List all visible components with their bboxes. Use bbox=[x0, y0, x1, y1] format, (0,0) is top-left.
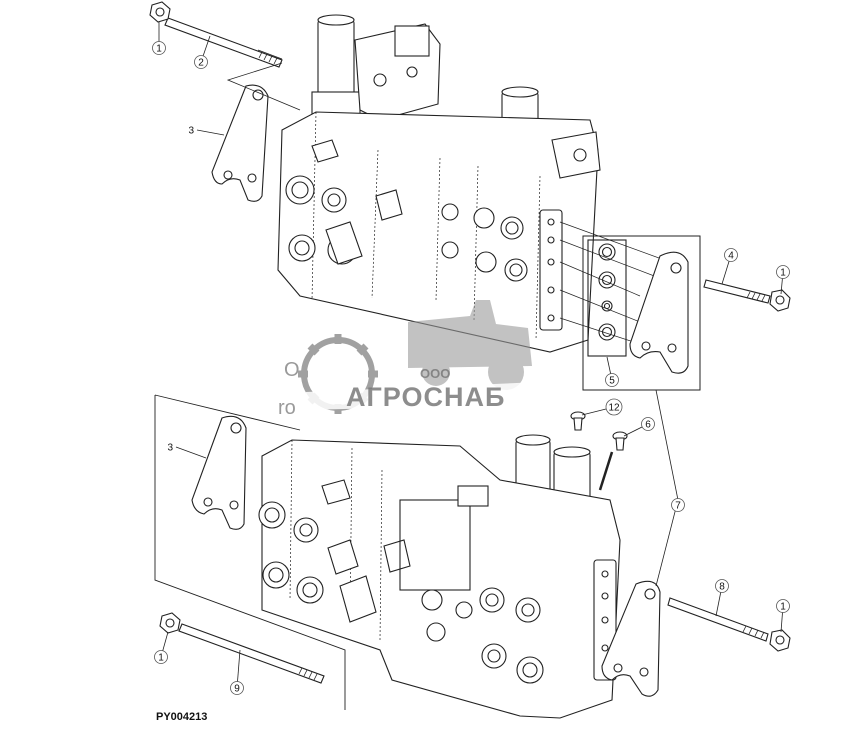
bracket-3-upper bbox=[211, 84, 269, 202]
callout-label: 2 bbox=[198, 58, 204, 69]
callout-circle bbox=[776, 599, 790, 613]
callout-c7: 7 bbox=[671, 498, 685, 512]
nut-1-right-upper bbox=[769, 289, 791, 312]
screw-12 bbox=[570, 411, 586, 431]
callout-frame-upper bbox=[582, 235, 701, 391]
bracket-right-upper bbox=[629, 251, 689, 374]
callout-leader bbox=[175, 446, 207, 459]
callout-label: 3 bbox=[188, 126, 194, 137]
watermark-company: АГРОСНАБ bbox=[346, 382, 505, 412]
callout-label: 4 bbox=[728, 251, 734, 262]
upper-valve-assembly bbox=[149, 1, 791, 391]
nut-1-left-lower bbox=[159, 612, 181, 634]
callout-label: 12 bbox=[608, 403, 620, 414]
bracket-3-lower bbox=[191, 415, 247, 530]
callout-circle bbox=[605, 398, 623, 416]
callout-c4: 4 bbox=[721, 248, 738, 285]
lower-valve-assembly bbox=[154, 394, 791, 719]
callout-c1b: 1 bbox=[776, 265, 790, 295]
tractor-logo-icon bbox=[408, 300, 532, 390]
callout-label: 3 bbox=[167, 443, 173, 454]
nut-1-right-lower bbox=[769, 629, 791, 652]
callout-c1a: 1 bbox=[152, 22, 166, 55]
callout-circle bbox=[194, 55, 208, 69]
callout-c5: 5 bbox=[605, 356, 619, 387]
callout-label: 5 bbox=[609, 376, 615, 387]
watermark: ООО АГРОСНАБ О ro bbox=[278, 300, 540, 419]
watermark-fragment-1: О bbox=[284, 359, 300, 381]
callout-label: 9 bbox=[234, 684, 240, 695]
callout-c6: 6 bbox=[623, 417, 655, 437]
screw-6 bbox=[612, 431, 628, 451]
tie-rod-9 bbox=[178, 623, 325, 684]
callout-label: 6 bbox=[645, 420, 651, 431]
tie-rod-2 bbox=[164, 17, 283, 68]
callout-circle bbox=[671, 498, 685, 512]
figure-reference-code: PY004213 bbox=[156, 711, 207, 723]
control-head-upper bbox=[354, 23, 441, 121]
callout-label: 8 bbox=[719, 582, 725, 593]
callout-c9: 9 bbox=[230, 649, 244, 695]
watermark-prefix: ООО bbox=[420, 366, 450, 381]
callout-circle bbox=[605, 373, 619, 387]
bolt-4 bbox=[703, 279, 771, 304]
bolt-8 bbox=[667, 597, 769, 642]
callout-frame-lower bbox=[154, 394, 346, 710]
callout-circle bbox=[152, 41, 166, 55]
callout-c8: 8 bbox=[715, 579, 729, 617]
callout-c3b: 3 bbox=[167, 443, 207, 459]
callout-label: 7 bbox=[675, 501, 681, 512]
callout-label: 1 bbox=[156, 44, 162, 55]
callout-label: 1 bbox=[158, 653, 164, 664]
solenoid-upper-left bbox=[311, 14, 361, 115]
callout-circle bbox=[230, 681, 244, 695]
callout-circle bbox=[724, 248, 738, 262]
callout-circle bbox=[715, 579, 729, 593]
callout-leader bbox=[196, 129, 225, 136]
callout-label: 1 bbox=[780, 602, 786, 613]
callout-circle bbox=[776, 265, 790, 279]
callout-circle bbox=[641, 417, 655, 431]
valve-body-lower bbox=[258, 439, 621, 719]
callout-c2: 2 bbox=[194, 35, 211, 69]
callout-c1c: 1 bbox=[776, 599, 790, 633]
callout-circle bbox=[154, 650, 168, 664]
callout-label: 1 bbox=[780, 268, 786, 279]
watermark-fragment-2: ro bbox=[278, 397, 296, 419]
callout-c12: 12 bbox=[581, 398, 623, 416]
nut-1-top bbox=[149, 1, 171, 23]
valve-body-upper bbox=[277, 111, 601, 353]
callout-c1d: 1 bbox=[154, 631, 169, 664]
bracket-right-lower bbox=[601, 580, 661, 697]
callout-c3a: 3 bbox=[188, 126, 225, 137]
seal-kit-5 bbox=[559, 221, 671, 357]
